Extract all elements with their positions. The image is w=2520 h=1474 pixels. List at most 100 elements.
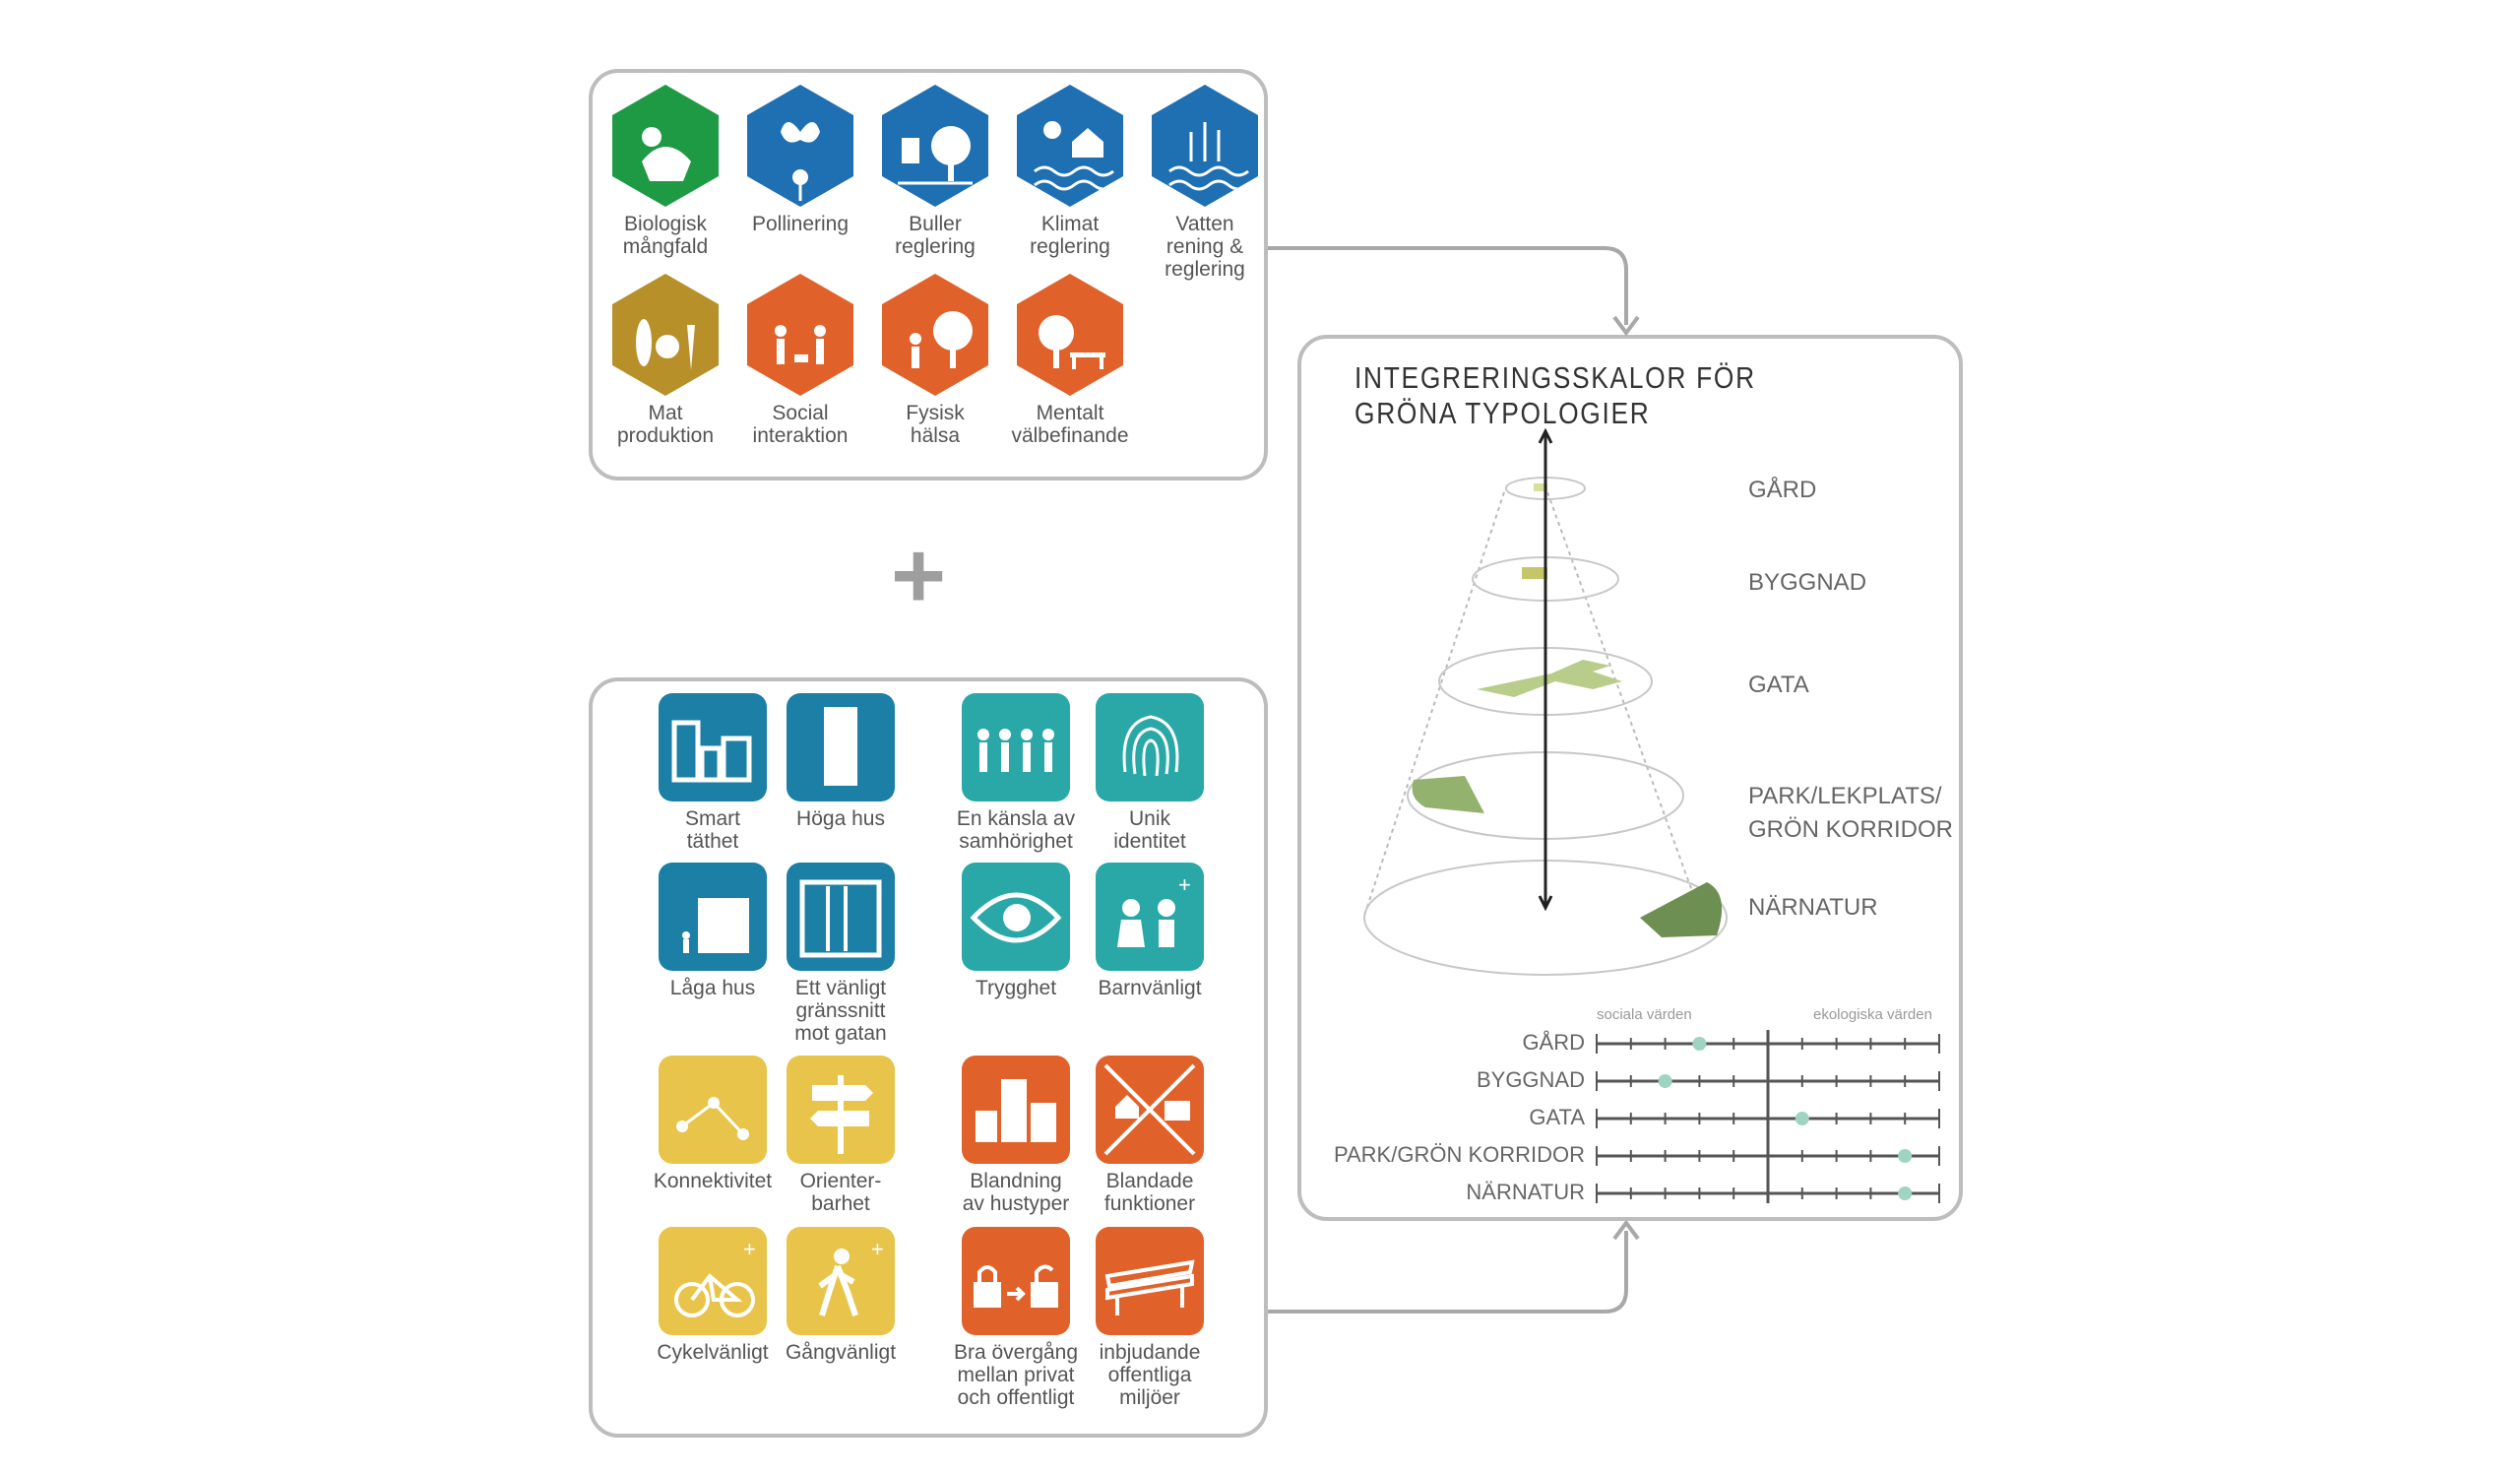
icon-label: Höga hus	[796, 807, 885, 830]
icon-label: Gångvänligt	[785, 1341, 897, 1364]
level-label-byggnad: BYGGNAD	[1748, 569, 1867, 596]
low-building-icon	[659, 863, 767, 971]
bicycle-icon: +	[659, 1227, 767, 1335]
wildlife-icon	[612, 85, 719, 207]
pedestrian-icon: +	[787, 1227, 895, 1335]
icon-label: Konnektivitet	[653, 1170, 773, 1192]
icon-tile-mat-produktion: Mat produktion	[597, 274, 734, 447]
icon-label: Biologisk mångfald	[622, 213, 709, 258]
scale-left-label: sociala värden	[1597, 1006, 1692, 1023]
icon-tile-smart-t-thet: Smart täthet	[644, 693, 782, 853]
icon-tile-trygghet: Trygghet	[947, 863, 1085, 999]
icon-tile-mentalt-v-lbefinande: Mentalt välbefinande	[1001, 274, 1139, 447]
icon-tile-biologisk-m-ngfald: Biologisk mångfald	[597, 85, 734, 258]
icon-label: Orienter- barhet	[799, 1170, 882, 1215]
scale-marker-byggnad	[1658, 1074, 1672, 1088]
noise-tree-icon	[882, 85, 988, 207]
icon-tile-blandning-av-hustyper: Blandning av hustyper	[947, 1056, 1085, 1215]
icon-label: Blandade funktioner	[1103, 1170, 1196, 1215]
walking-tree-icon	[882, 274, 988, 396]
svg-text:+: +	[871, 1237, 884, 1261]
icon-tile-buller-reglering: Buller reglering	[866, 85, 1004, 258]
icon-tile-h-ga-hus: Höga hus	[772, 693, 910, 830]
icon-label: Mat produktion	[616, 402, 715, 447]
icon-label: Trygghet	[975, 977, 1057, 999]
icon-label: inbjudande offentliga miljöer	[1099, 1341, 1201, 1409]
children-icon: +	[1096, 863, 1204, 971]
scale-row-label-byggnad: BYGGNAD	[1476, 1067, 1585, 1092]
icon-tile-blandade-funktioner: Blandade funktioner	[1081, 1056, 1219, 1215]
lock-transition-icon	[962, 1227, 1070, 1335]
icon-tile-orienter-barhet: Orienter- barhet	[772, 1056, 910, 1215]
scale-row-label-park-gr-n-korridor: PARK/GRÖN KORRIDOR	[1333, 1142, 1585, 1167]
icon-label: Social interaktion	[752, 402, 849, 447]
smart-density-icon	[659, 693, 767, 801]
level-label-gata: GATA	[1748, 672, 1809, 698]
butterfly-flower-icon	[747, 85, 853, 207]
icon-tile-vatten-rening-reglering: Vatten rening & reglering	[1136, 85, 1274, 281]
street-interface-icon	[787, 863, 895, 971]
scale-row-label-g-rd: GÅRD	[1522, 1030, 1585, 1055]
icon-tile-bra-verg-ng-mellan-privat-och-offentligt: Bra övergång mellan privat och offentlig…	[947, 1227, 1085, 1409]
svg-text:+: +	[743, 1237, 756, 1261]
icon-label: Klimat reglering	[1030, 213, 1110, 258]
icon-tile-ett-v-nligt-gr-nssnitt-mot-gatan: Ett vänligt gränssnitt mot gatan	[772, 863, 910, 1045]
public-bench-icon	[1096, 1227, 1204, 1335]
icon-tile-konnektivitet: Konnektivitet	[644, 1056, 782, 1192]
scale-right-label: ekologiska värden	[1813, 1006, 1932, 1023]
plus-sign: +	[891, 523, 947, 628]
integration-scale-panel	[1297, 335, 1963, 1221]
scale-row-label-n-rnatur: NÄRNATUR	[1466, 1180, 1585, 1204]
food-icon	[612, 274, 719, 396]
mixed-functions-icon	[1096, 1056, 1204, 1164]
icon-tile-pollinering: Pollinering	[731, 85, 869, 235]
mixed-housing-icon	[962, 1056, 1070, 1164]
people-dog-icon	[747, 274, 853, 396]
icon-tile-g-ngv-nligt: + Gångvänligt	[772, 1227, 910, 1364]
level-label-narnatur: NÄRNATUR	[1748, 894, 1878, 921]
level-label-park: PARK/LEKPLATS/ GRÖN KORRIDOR	[1748, 783, 1954, 843]
icon-tile-klimat-reglering: Klimat reglering	[1001, 85, 1139, 258]
icon-tile-unik-identitet: Unik identitet	[1081, 693, 1219, 853]
icon-tile-social-interaktion: Social interaktion	[731, 274, 869, 447]
icon-label: Blandning av hustyper	[962, 1170, 1070, 1215]
icon-label: Vatten rening & reglering	[1165, 213, 1245, 281]
community-icon	[962, 693, 1070, 801]
icon-label: Buller reglering	[895, 213, 976, 258]
icon-tile-cykelv-nligt: + Cykelvänligt	[644, 1227, 782, 1364]
eye-icon	[962, 863, 1070, 971]
icon-label: Mentalt välbefinande	[1011, 402, 1129, 447]
fingerprint-icon	[1096, 693, 1204, 801]
icon-label: En känsla av samhörighet	[956, 807, 1076, 853]
water-reed-icon	[1152, 85, 1258, 207]
level-label-gard: GÅRD	[1748, 477, 1817, 503]
scale-cone-diagram	[1363, 427, 1728, 976]
tall-building-icon	[787, 693, 895, 801]
icon-label: Unik identitet	[1113, 807, 1186, 853]
icon-label: Låga hus	[669, 977, 756, 999]
scale-marker-g-rd	[1692, 1037, 1707, 1051]
integration-title: INTEGRERINGSSKALOR FÖR GRÖNA TYPOLOGIER	[1354, 360, 1756, 430]
icon-label: Barnvänligt	[1098, 977, 1202, 999]
icon-tile-barnv-nligt: + Barnvänligt	[1081, 863, 1219, 999]
signpost-icon	[787, 1056, 895, 1164]
connectivity-icon	[659, 1056, 767, 1164]
icon-label: Pollinering	[751, 213, 850, 235]
icon-tile-en-k-nsla-av-samh-righet: En känsla av samhörighet	[947, 693, 1085, 853]
icon-label: Cykelvänligt	[657, 1341, 769, 1364]
svg-text:+: +	[1178, 872, 1191, 897]
icon-label: Smart täthet	[684, 807, 740, 853]
icon-label: Ett vänligt gränssnitt mot gatan	[794, 977, 887, 1045]
bench-tree-icon	[1017, 274, 1123, 396]
icon-label: Fysisk hälsa	[906, 402, 965, 447]
climate-house-icon	[1017, 85, 1123, 207]
scale-marker-n-rnatur	[1898, 1186, 1913, 1200]
icon-tile-inbjudande-offentliga-milj-er: inbjudande offentliga miljöer	[1081, 1227, 1219, 1409]
scale-marker-park-gr-n-korridor	[1898, 1149, 1913, 1163]
scale-row-label-gata: GATA	[1529, 1105, 1585, 1129]
icon-label: Bra övergång mellan privat och offentlig…	[953, 1341, 1079, 1409]
scale-marker-gata	[1795, 1112, 1809, 1125]
icon-tile-l-ga-hus: Låga hus	[644, 863, 782, 999]
